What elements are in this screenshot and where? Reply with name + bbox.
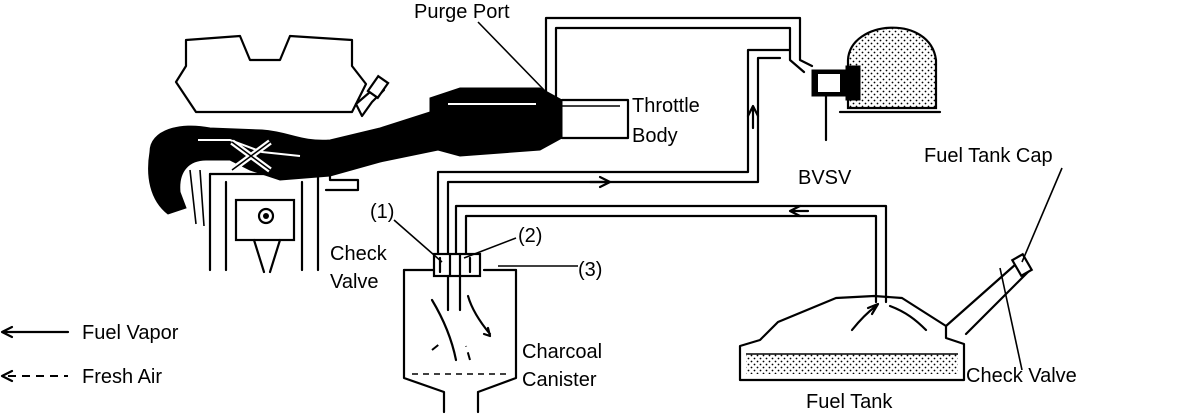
canister-label: Canister [522, 369, 597, 391]
bvsv-label: BVSV [798, 167, 852, 189]
fuel-tank-line [454, 204, 888, 304]
fuel-vapor-legend-label: Fuel Vapor [82, 322, 179, 344]
charcoal-label: Charcoal [522, 341, 602, 363]
check-valve-right-label: Check Valve [966, 365, 1077, 387]
port-1-label: (1) [370, 201, 394, 223]
check-valve-left-label-1: Check [330, 243, 388, 265]
purge-port-label: Purge Port [414, 1, 510, 23]
throttle-body-pipe [560, 98, 630, 140]
radiator-tank [838, 26, 942, 114]
port-3-label: (3) [578, 259, 602, 281]
charcoal-canister [402, 252, 518, 414]
fresh-air-legend-label: Fresh Air [82, 366, 162, 388]
legend: Fuel Vapor Fresh Air [0, 322, 179, 388]
body-label: Body [632, 125, 678, 147]
check-valve-left-label-2: Valve [330, 271, 379, 293]
throttle-label: Throttle [632, 95, 700, 117]
leader-lines [393, 21, 1063, 371]
fuel-tank [738, 252, 1034, 382]
fuel-tank-label: Fuel Tank [806, 391, 893, 413]
fuel-tank-cap-label: Fuel Tank Cap [924, 145, 1053, 167]
engine [148, 34, 563, 274]
fuel-vapor-legend-line [0, 325, 70, 339]
port-2-label: (2) [518, 225, 542, 247]
purge-line [436, 16, 814, 260]
